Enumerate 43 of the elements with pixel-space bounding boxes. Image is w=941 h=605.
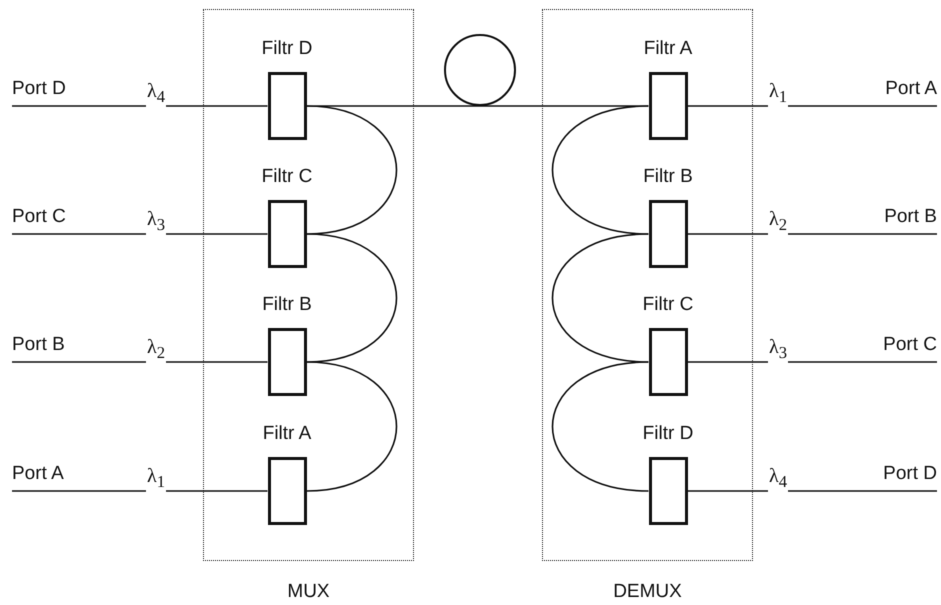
fiber-line <box>306 233 398 363</box>
fiber-line <box>552 233 649 363</box>
wavelength-label: λ$_{3}$ <box>768 336 788 364</box>
port-label: Port B <box>884 206 937 228</box>
fiber-line <box>306 361 398 492</box>
fiber-line <box>12 490 268 492</box>
unit-label: MUX <box>286 581 331 603</box>
filter-label: Filtr C <box>642 294 694 316</box>
port-label: Port D <box>883 463 937 485</box>
wavelength-label: λ$_{2}$ <box>146 336 166 364</box>
port-label: Port A <box>885 78 937 100</box>
fiber-line <box>552 105 649 235</box>
wavelength-label: λ$_{3}$ <box>146 208 166 236</box>
wavelength-label: λ$_{2}$ <box>768 208 788 236</box>
filter-label: Filtr C <box>260 166 314 188</box>
port-label: Port C <box>12 206 66 228</box>
filter-label: Filtr B <box>261 294 313 316</box>
filter-label: Filtr D <box>260 38 314 60</box>
fiber-line <box>12 361 268 363</box>
fiber-line <box>12 105 268 107</box>
wavelength-label: λ$_{1}$ <box>146 465 166 493</box>
wavelength-label: λ$_{1}$ <box>768 80 788 108</box>
fiber-line <box>552 361 649 492</box>
fiber-line <box>480 105 648 107</box>
wavelength-label: λ$_{4}$ <box>768 465 788 493</box>
port-label: Port A <box>12 463 64 485</box>
filter-label: Filtr A <box>262 423 312 445</box>
fiber-coil <box>444 34 516 106</box>
fiber-line <box>688 361 937 363</box>
fiber-line <box>688 233 937 235</box>
fiber-line <box>688 490 937 492</box>
fiber-line <box>688 105 937 107</box>
fiber-line <box>306 105 480 107</box>
port-label: Port B <box>12 334 65 356</box>
wavelength-label: λ$_{4}$ <box>146 80 166 108</box>
filter-label: Filtr B <box>642 166 694 188</box>
unit-label: DEMUX <box>612 581 683 603</box>
filter-label: Filtr A <box>642 38 694 60</box>
port-label: Port C <box>883 334 937 356</box>
filter-label: Filtr D <box>642 423 694 445</box>
fiber-line <box>12 233 268 235</box>
port-label: Port D <box>12 78 66 100</box>
fiber-line <box>306 105 398 235</box>
